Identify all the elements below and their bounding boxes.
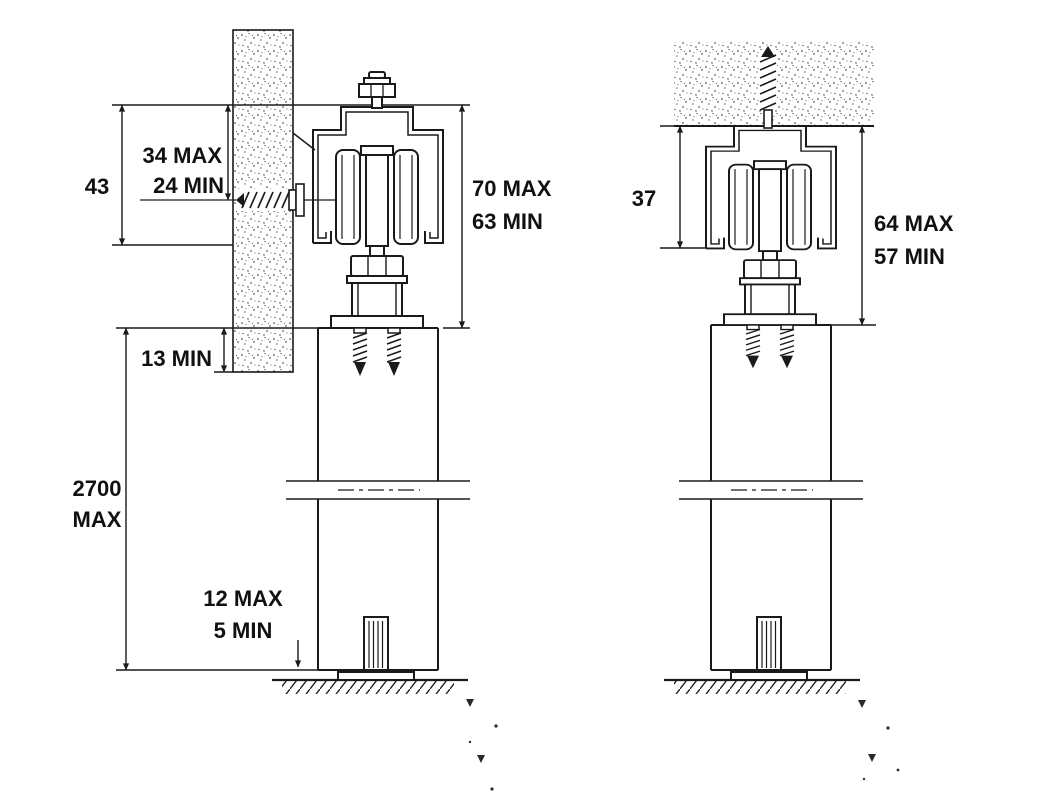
dim-label-13-min: 13 MIN (141, 346, 212, 371)
dim-label-5-min: 5 MIN (214, 618, 273, 643)
left-labels: 34 MAX 24 MIN 43 70 MAX 63 MIN 13 MIN 27… (73, 143, 552, 643)
dim-label-43: 43 (85, 174, 109, 199)
break-lines-right (679, 480, 863, 500)
dim-label-2700-max: MAX (73, 507, 122, 532)
dim-label-64-max: 64 MAX (874, 211, 954, 236)
scan-artifacts (466, 699, 900, 791)
dim-label-24-min: 24 MIN (153, 173, 224, 198)
dim-label-70-max: 70 MAX (472, 176, 552, 201)
dim-label-34-max: 34 MAX (143, 143, 223, 168)
dim-label-2700: 2700 (73, 476, 122, 501)
floor-left (272, 678, 468, 694)
floor-right (664, 678, 860, 694)
door-panel-left (317, 327, 439, 671)
dim-label-57-min: 57 MIN (874, 244, 945, 269)
wall-fixing-screw (236, 132, 316, 217)
ceiling-fixing-screw (759, 46, 777, 129)
top-suspension-bolt (358, 71, 396, 109)
dim-label-12-max: 12 MAX (203, 586, 283, 611)
wall-bracket-gusset (292, 132, 316, 151)
right-labels: 37 64 MAX 57 MIN (632, 186, 954, 269)
right-dimensions (660, 125, 876, 326)
dim-label-37: 37 (632, 186, 656, 211)
break-lines-left (286, 480, 470, 500)
dim-label-63-min: 63 MIN (472, 209, 543, 234)
